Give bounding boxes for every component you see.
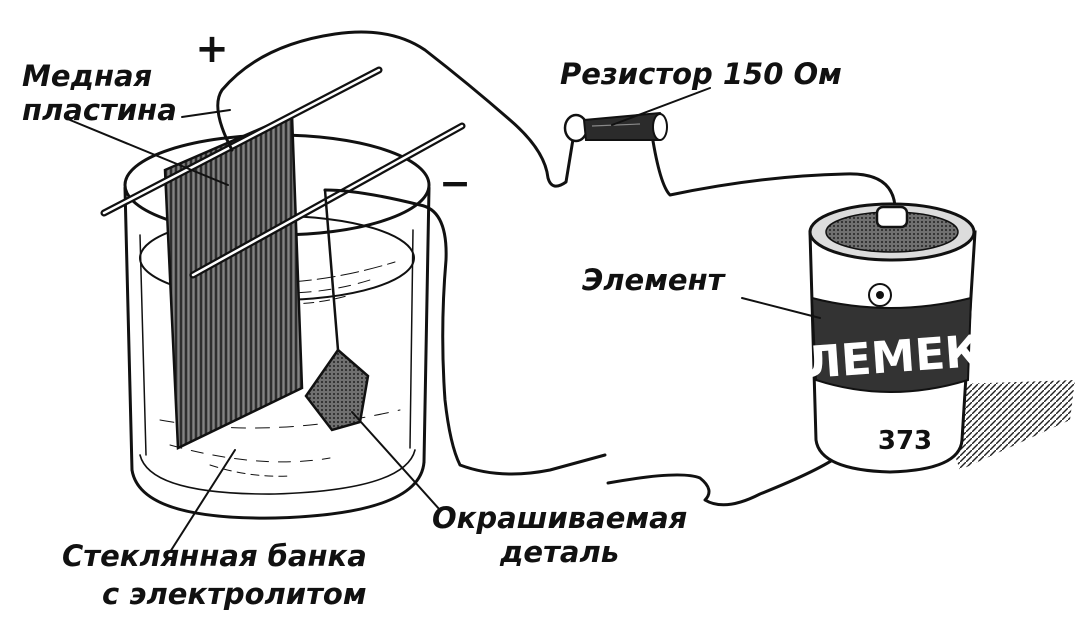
resistor [563, 111, 668, 143]
label-painted-part-line2: деталь [499, 535, 619, 569]
negative-sign: − [439, 161, 471, 205]
label-cell: Элемент [582, 263, 727, 297]
copper-plate [163, 113, 304, 450]
battery-model: 373 [878, 426, 932, 456]
label-copper-plate-line2: пластина [22, 93, 177, 127]
label-copper-plate-line1: Медная [22, 59, 152, 93]
battery-brand: ЛЕМЕК [803, 326, 983, 389]
leader-lines [69, 87, 821, 553]
painted-part [304, 188, 370, 432]
label-resistor: Резистор 150 Ом [560, 57, 842, 91]
label-painted-part-line1: Окрашиваемая [432, 501, 687, 535]
support-rods [100, 66, 466, 279]
battery-cell [808, 202, 1075, 474]
wires [216, 30, 897, 507]
battery-brand-text: ЛЕМЕК [803, 326, 983, 389]
label-jar-line2: с электролитом [102, 577, 367, 611]
label-jar-line1: Стеклянная банка [62, 539, 367, 573]
positive-sign: + [195, 26, 229, 72]
